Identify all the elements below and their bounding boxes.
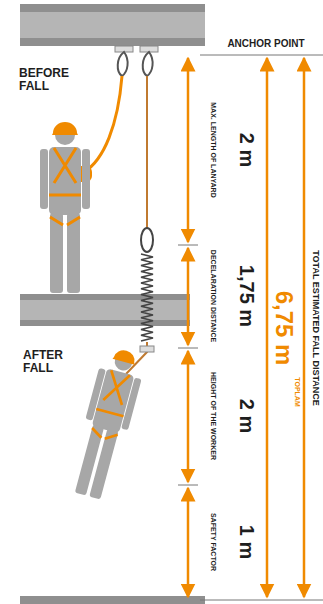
energy-absorber	[141, 228, 153, 252]
middle-beam	[20, 294, 190, 326]
segment-name: DECELARATION DISTANCE	[209, 250, 216, 342]
segment-value: 1 m	[236, 525, 257, 559]
segment-value: 1,75 m	[236, 265, 257, 327]
top-beam	[20, 4, 205, 46]
segment-name: MAX. LENGTH OF LANYARD	[209, 102, 216, 197]
guide-lines	[178, 55, 323, 600]
phase-label: BEFORE FALL	[19, 67, 77, 92]
segment-name: SAFETY FACTOR	[209, 513, 216, 571]
segment-value: 2 m	[236, 399, 257, 433]
lanyard-clip	[140, 346, 154, 352]
ground-bar	[20, 596, 205, 604]
segment-name: HEIGHT OF THE WORKER	[209, 372, 216, 460]
total-note: TOPLAM	[293, 377, 300, 406]
worker-after	[66, 345, 147, 502]
absorber-spring	[141, 254, 153, 341]
anchor-hooks	[115, 46, 158, 76]
anchor-label: ANCHOR POINT	[227, 39, 304, 50]
phase-label: AFTER FALL	[23, 349, 81, 374]
total-value: 6,75 m	[271, 291, 296, 366]
lanyard-after	[146, 76, 148, 228]
total-name: TOTAL ESTIMATED FALL DISTANCE	[310, 250, 319, 406]
dimension-arrows	[188, 58, 304, 597]
segment-value: 2 m	[236, 133, 257, 167]
worker-before	[40, 122, 90, 293]
